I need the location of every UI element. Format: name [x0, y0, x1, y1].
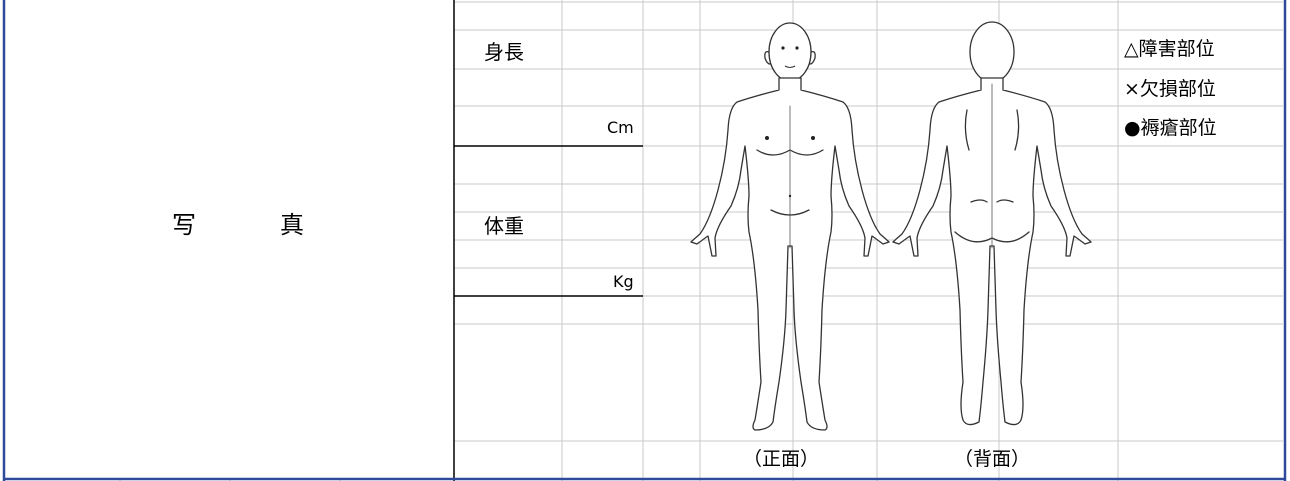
body-front-figure[interactable]: [685, 10, 905, 450]
body-back-figure[interactable]: [887, 10, 1107, 450]
front-caption: （正面）: [743, 448, 820, 470]
legend-item-pressure-ulcer: ●褥瘡部位: [1124, 117, 1217, 139]
photo-label: 写 真: [172, 211, 334, 239]
back-caption: （背面）: [954, 448, 1031, 470]
legend-item-disability: △障害部位: [1124, 38, 1215, 60]
height-label: 身長: [484, 40, 524, 64]
weight-unit: Kg: [613, 272, 634, 291]
weight-label: 体重: [484, 214, 524, 238]
legend-item-missing: ×欠損部位: [1124, 78, 1216, 100]
height-unit: Cm: [607, 118, 634, 137]
